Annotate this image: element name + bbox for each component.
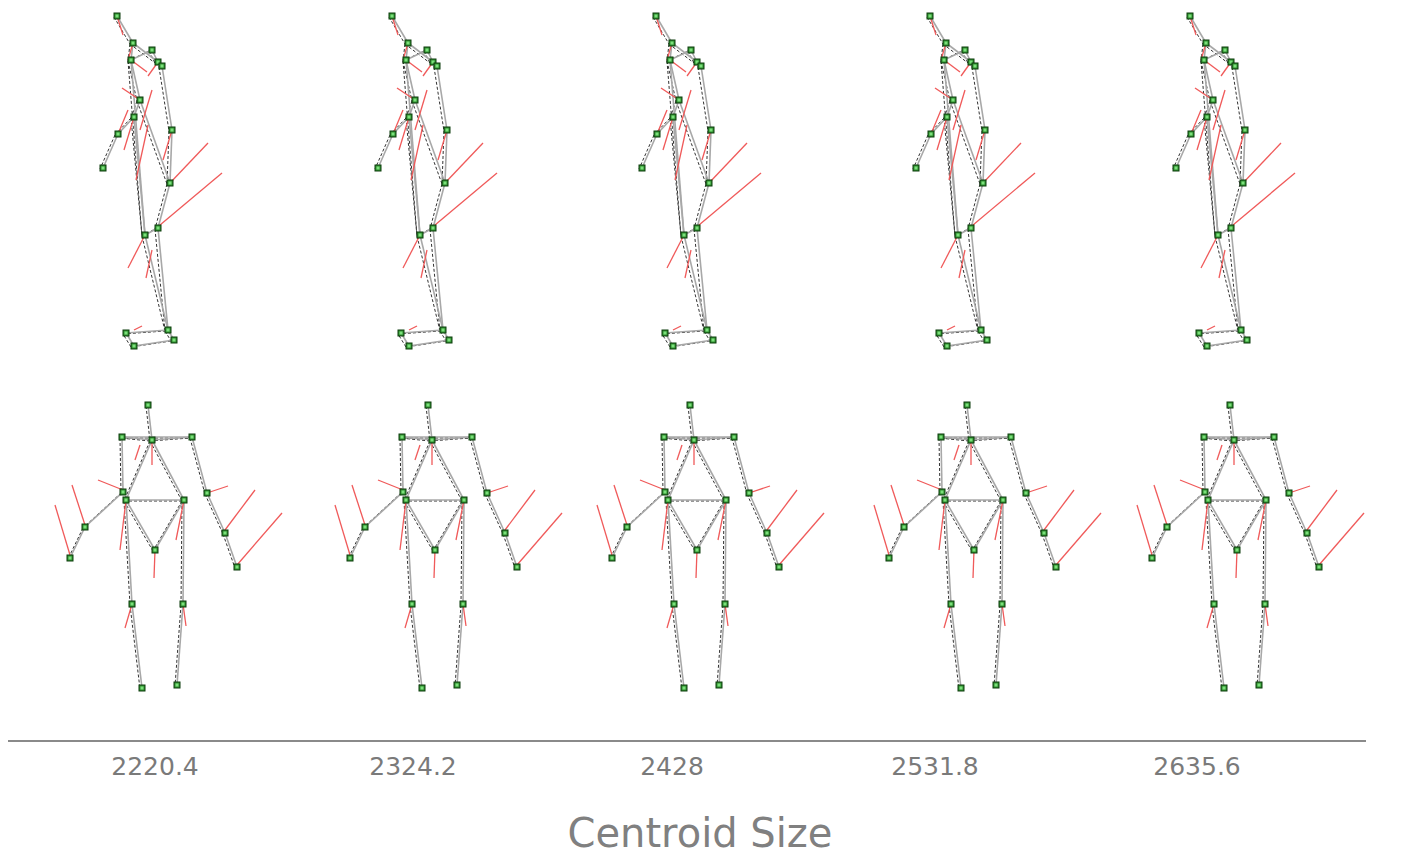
tick-label: 2635.6	[1153, 752, 1240, 781]
frontal-figure	[335, 402, 562, 691]
lateral-figure	[1173, 13, 1295, 349]
lateral-figure	[913, 13, 1035, 349]
tick-label: 2324.2	[369, 752, 456, 781]
lateral-figure	[375, 13, 497, 349]
axis-line	[8, 740, 1366, 742]
lateral-figure	[100, 13, 222, 349]
frontal-figure	[874, 402, 1101, 691]
tick-label: 2220.4	[111, 752, 198, 781]
frontal-figure	[597, 402, 824, 691]
tick-label: 2428	[640, 752, 704, 781]
axis-title: Centroid Size	[568, 810, 833, 856]
tick-label: 2531.8	[891, 752, 978, 781]
frontal-figure	[1137, 402, 1364, 691]
frontal-figure	[55, 402, 282, 691]
lateral-figure	[639, 13, 761, 349]
